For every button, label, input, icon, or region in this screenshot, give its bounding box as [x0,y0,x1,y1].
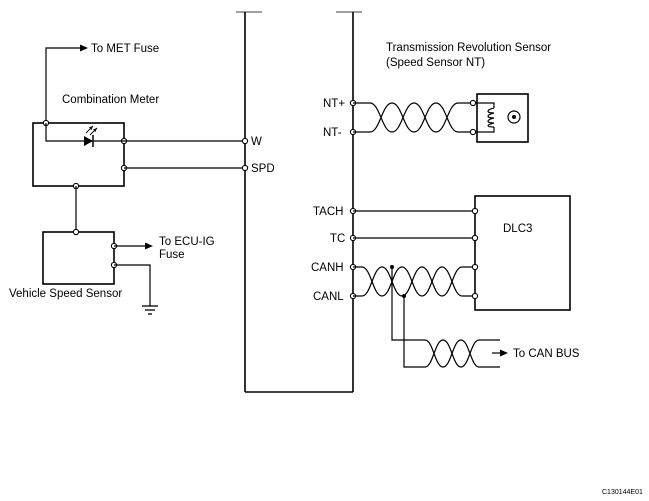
transmission-revolution-sensor: Transmission Revolution Sensor (Speed Se… [323,42,551,143]
pin-canh: CANH [311,262,344,274]
pin-tach: TACH [313,206,343,218]
vehicle-speed-sensor-label: Vehicle Speed Sensor [9,288,122,300]
can-bus-label: To CAN BUS [513,348,580,360]
ecm-box [236,11,362,393]
figure-code: C130144E01 [602,489,643,496]
led-icon [45,123,124,147]
pin-nt-plus: NT+ [323,98,345,110]
vehicle-speed-sensor: To ECU-IG Fuse Vehicle Speed Sensor [9,186,215,315]
met-fuse-label: To MET Fuse [91,43,159,55]
rotor-icon [507,110,521,124]
trans-sensor-label-line1: Transmission Revolution Sensor [386,42,551,54]
ecu-ig-label-line2: Fuse [159,249,185,261]
combination-meter-label: Combination Meter [62,94,159,106]
pin-tc: TC [330,233,345,245]
trans-sensor-label-line2: (Speed Sensor NT) [386,57,485,69]
can-bus-branch: To CAN BUS [390,265,580,368]
pin-w: W [251,136,262,148]
twisted-pair-can [353,266,475,297]
dlc3-label: DLC3 [503,223,532,235]
pin-canl: CANL [313,291,344,303]
twisted-pair-nt [353,102,473,133]
ecu-ig-label-line1: To ECU-IG [159,236,215,248]
dlc3-connector: TACH TC CANH CANL DLC3 [311,195,571,311]
ground-icon [142,305,158,315]
meter-ecm-wires: W SPD [124,136,275,175]
coil-icon [475,102,495,133]
met-fuse-feed: To MET Fuse [45,43,159,123]
pin-nt-minus: NT- [323,127,342,139]
pin-spd: SPD [251,163,275,175]
